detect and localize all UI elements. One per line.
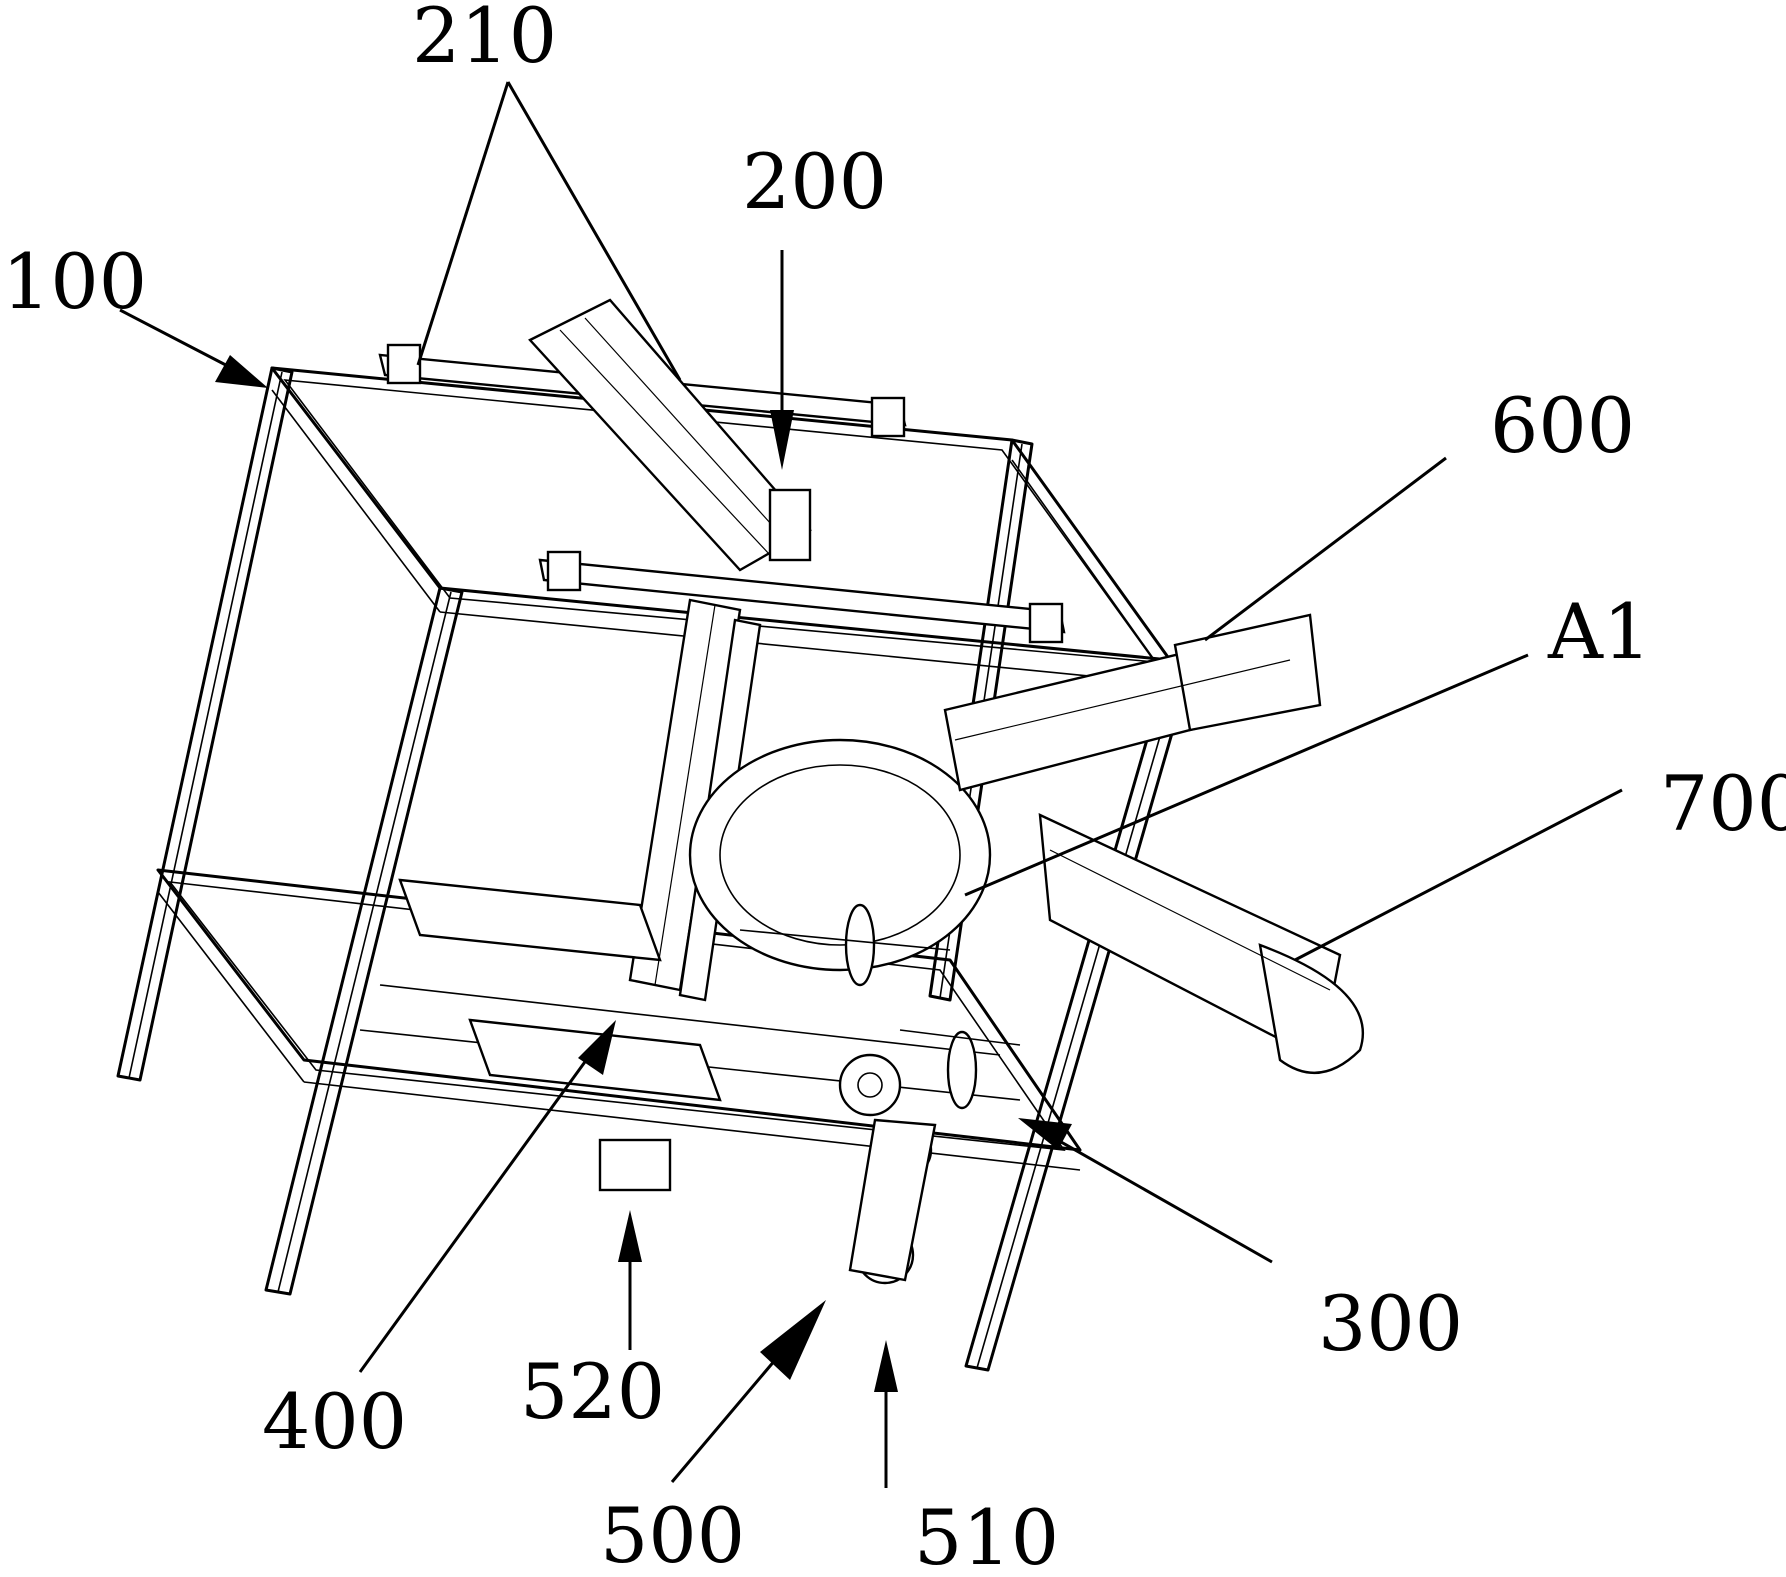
label-520: 520 xyxy=(520,1347,665,1436)
label-a1: A1 xyxy=(1547,587,1651,676)
leader-210 xyxy=(416,81,682,381)
leader-600 xyxy=(1204,456,1447,642)
leader-100 xyxy=(119,308,268,388)
leader-520 xyxy=(618,1210,642,1350)
leader-200 xyxy=(770,250,794,470)
label-400: 400 xyxy=(262,1377,407,1466)
label-100: 100 xyxy=(2,237,147,326)
leader-500 xyxy=(670,1300,826,1483)
label-500: 500 xyxy=(600,1491,745,1577)
rails-210 xyxy=(378,343,1066,644)
label-200: 200 xyxy=(742,137,887,226)
chute-600 xyxy=(943,613,1322,792)
leader-700 xyxy=(1294,788,1623,962)
label-210: 210 xyxy=(412,0,557,80)
label-300: 300 xyxy=(1318,1279,1463,1368)
label-600: 600 xyxy=(1490,381,1635,470)
leader-510 xyxy=(874,1340,898,1488)
label-700: 700 xyxy=(1660,759,1786,848)
leader-400 xyxy=(358,1020,616,1373)
drum xyxy=(688,738,992,972)
chute-700 xyxy=(1038,813,1365,1074)
label-510: 510 xyxy=(914,1493,1059,1577)
leader-a1 xyxy=(964,653,1529,897)
leader-300 xyxy=(1018,1118,1273,1264)
